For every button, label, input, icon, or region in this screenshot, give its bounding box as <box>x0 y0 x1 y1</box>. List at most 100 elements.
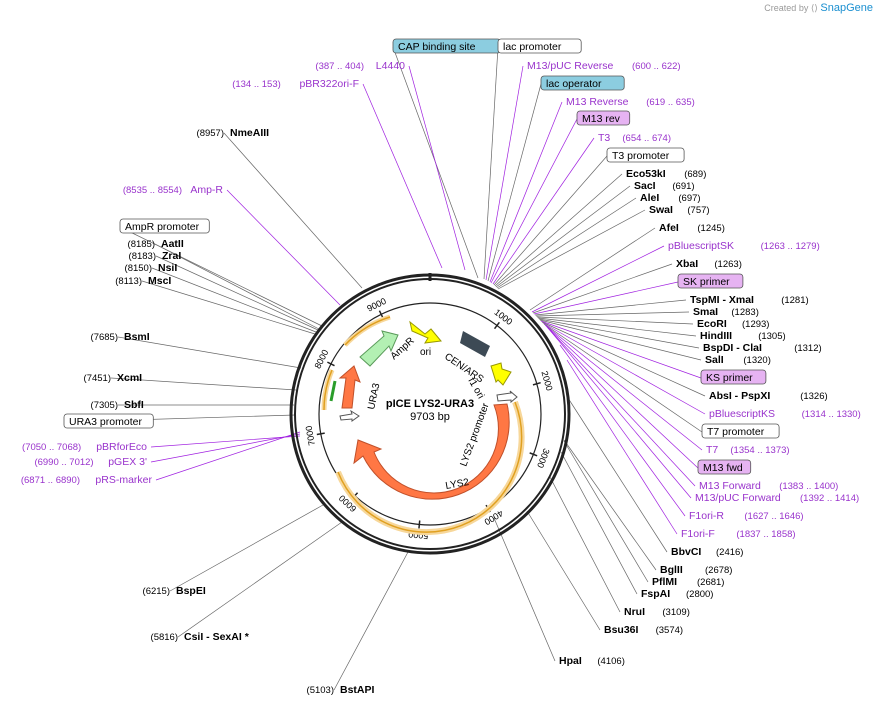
label-pos-nmeaiii: (8957) <box>197 128 224 139</box>
label-pos-saci: (691) <box>672 181 694 192</box>
label-box-ks-primer <box>700 369 767 385</box>
leader-csii-sexai <box>177 521 343 638</box>
label-text-m13-puc-forward: M13/pUC Forward <box>695 492 781 504</box>
label-text-zrai: ZraI <box>162 250 181 262</box>
leader-bbvci <box>567 397 668 553</box>
label-ecori: EcoRI(1293) <box>697 318 769 330</box>
label-text-m13-fwd: M13 fwd <box>703 462 743 474</box>
label-pos-hindiii: (1305) <box>758 331 785 342</box>
label-alei: AleI(697) <box>640 192 701 204</box>
label-text-afei: AfeI <box>659 222 679 234</box>
label-text-csii-sexai: CsiI - SexAI * <box>184 631 250 643</box>
map-label-lys2-promoter: LYS2 promoter <box>458 401 491 468</box>
label-pos-sbfi: (7305) <box>91 400 118 411</box>
label-text-aatii: AatII <box>161 238 184 250</box>
label-pos-bstapi: (5103) <box>307 685 334 696</box>
label-text-ecori: EcoRI <box>697 318 727 330</box>
label-amp-r: Amp-R(8535 .. 8554) <box>123 184 224 196</box>
label-f1ori-r: F1ori-R(1627 .. 1646) <box>689 510 804 522</box>
leader-sali <box>539 319 702 361</box>
label-sbfi: (7305)SbfI <box>91 399 144 411</box>
label-text-hindiii: HindIII <box>700 330 732 342</box>
leader-afei <box>529 227 656 311</box>
cen-ars-block <box>460 331 490 357</box>
label-box-ura3-promoter <box>63 413 154 429</box>
leader-bspei <box>169 504 324 592</box>
label-pos-pbluescriptsk: (1263 .. 1279) <box>761 241 820 252</box>
label-pflmi: PflMI(2681) <box>652 576 724 588</box>
label-text-nrui: NruI <box>624 606 645 618</box>
leader-t7 <box>544 324 703 451</box>
label-box-m13-rev <box>576 110 631 126</box>
label-pgex-3: pGEX 3' (6990 .. 7012) <box>34 456 147 468</box>
label-pos-sali: (1320) <box>743 355 770 366</box>
label-pos-pgex-3: (6990 .. 7012) <box>34 457 93 468</box>
label-nrui: NruI(3109) <box>624 606 690 618</box>
label-box-sk-primer <box>677 273 744 289</box>
label-m13-rev: M13 rev <box>576 110 631 126</box>
leader-m13-fwd <box>545 325 699 469</box>
label-text-m13-forward: M13 Forward <box>699 480 761 492</box>
leader-swai <box>497 209 646 290</box>
label-box-lac-operator <box>540 75 625 91</box>
label-pos-tspmi-xmai: (1281) <box>781 295 808 306</box>
ampr-arrow <box>359 330 399 367</box>
ura3-promoter-arrow <box>339 409 360 422</box>
lys2-arrow <box>353 403 510 500</box>
label-text-pgex-3: pGEX 3' <box>108 456 147 468</box>
ura3-orf-arc-core <box>323 369 333 411</box>
label-f1ori-f: F1ori-F(1837 .. 1858) <box>681 528 796 540</box>
label-ks-primer: KS primer <box>700 369 767 385</box>
tick-mark-1000 <box>493 321 500 330</box>
label-l4440: L4440(387 .. 404) <box>315 60 405 72</box>
scale-ring <box>318 302 542 526</box>
tick-mark-7000 <box>316 432 325 436</box>
tick-mark-3000 <box>529 452 538 457</box>
label-bstapi: (5103)BstAPI <box>307 684 375 696</box>
label-eco53ki: Eco53kI(689) <box>626 168 706 180</box>
label-text-m13-puc-reverse: M13/pUC Reverse <box>527 60 614 72</box>
label-pos-m13-forward: (1383 .. 1400) <box>779 481 838 492</box>
snapgene-credit: Created by ⟨⟩ SnapGene <box>764 2 873 14</box>
label-lac-promoter: lac promoter <box>497 38 582 54</box>
label-pos-f1ori-r: (1627 .. 1646) <box>744 511 803 522</box>
label-nsii: (8150)NsiI <box>125 262 178 274</box>
label-pos-msci: (8113) <box>115 276 142 287</box>
tick-label-9000: 9000 <box>365 296 387 314</box>
leader-bspdi-clai <box>538 318 700 349</box>
leader-hpai <box>493 517 556 662</box>
label-pos-pbrforeco: (7050 .. 7068) <box>22 442 81 453</box>
label-text-f1ori-f: F1ori-F <box>681 528 715 540</box>
label-pos-bspdi-clai: (1312) <box>794 343 821 354</box>
label-ampr-promoter: AmpR promoter <box>119 218 210 234</box>
label-text-t3-promoter: T3 promoter <box>612 150 670 162</box>
label-box-t7-promoter <box>701 423 780 439</box>
leader-prs-marker <box>155 431 301 481</box>
label-text-eco53ki: Eco53kI <box>626 168 666 180</box>
label-msci: (8113) MscI <box>115 275 171 287</box>
leader-nrui <box>549 476 621 613</box>
lys2-orf-arc-core <box>337 401 523 533</box>
label-pos-m13-puc-reverse: (600 .. 622) <box>632 61 681 72</box>
leader-lac-promoter <box>483 46 499 280</box>
label-text-msci: MscI <box>148 275 171 287</box>
label-text-smai: SmaI <box>693 306 718 318</box>
brand-name: SnapGene <box>820 2 873 14</box>
label-ura3-promoter: URA3 promoter <box>63 413 154 429</box>
label-pos-prs-marker: (6871 .. 6890) <box>21 475 80 486</box>
label-pbrforeco: pBRforEco(7050 .. 7068) <box>22 441 147 453</box>
label-xbai: XbaI(1263) <box>676 258 742 270</box>
leader-m13-forward <box>546 326 696 487</box>
label-m13-forward: M13 Forward (1383 .. 1400) <box>699 480 838 492</box>
leader-pflmi <box>563 440 649 583</box>
label-pos-pbr322ori-f: (134 .. 153) <box>232 79 281 90</box>
label-text-xbai: XbaI <box>676 258 698 270</box>
label-text-t7: T7 <box>706 444 718 456</box>
label-tspmi-xmai: TspMI - XmaI(1281) <box>690 294 809 306</box>
label-saci: SacI(691) <box>634 180 695 192</box>
tick-mark-2000 <box>532 381 541 386</box>
label-zrai: (8183)ZraI <box>129 250 182 262</box>
leader-t3 <box>492 137 595 285</box>
tick-label-5000: 5000 <box>408 529 429 541</box>
